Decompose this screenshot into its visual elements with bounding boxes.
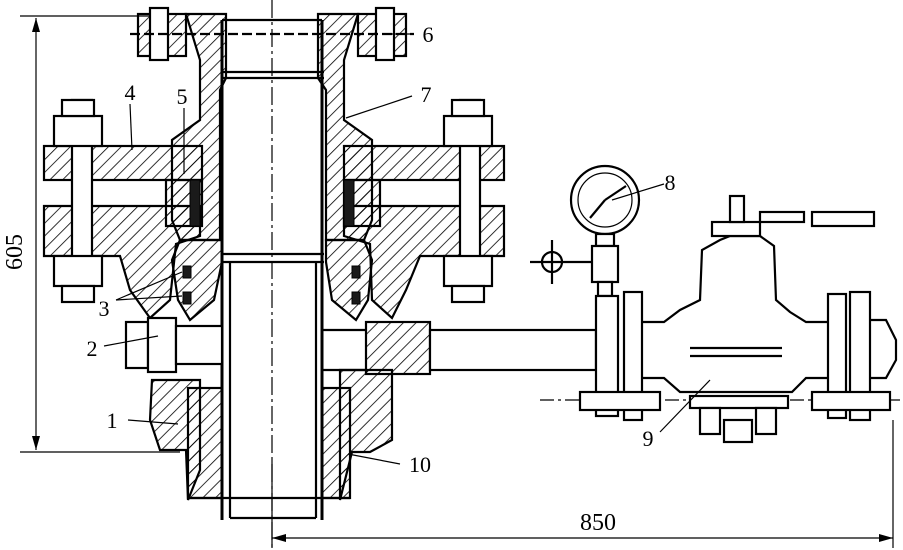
callout-4: 4 [125, 80, 136, 105]
callout-7: 7 [421, 82, 432, 107]
upper-flange-plate [42, 144, 506, 182]
callout-5: 5 [177, 84, 188, 109]
seal-rings [182, 265, 361, 305]
outlet-pipe [322, 320, 598, 376]
packing-seal [164, 178, 382, 228]
length-dimension: 850 [271, 420, 894, 548]
gate-valve [594, 194, 876, 444]
side-port-plug [124, 316, 224, 374]
height-dimension-label: 605 [2, 234, 28, 270]
callout-1: 1 [107, 408, 118, 433]
callout-10: 10 [409, 452, 431, 477]
callout-9: 9 [643, 426, 654, 451]
height-dimension: 605 [2, 15, 180, 453]
right-end-flange [578, 290, 898, 422]
top-flange [130, 6, 414, 62]
pressure-gauge [569, 164, 641, 298]
callout-8: 8 [665, 170, 676, 195]
callout-2: 2 [87, 336, 98, 361]
leader-lines [103, 33, 711, 465]
lower-casing-hanger [148, 368, 394, 501]
left-stud-bolt [52, 98, 104, 304]
length-dimension-label: 850 [580, 510, 616, 536]
needle-valve [530, 240, 592, 284]
right-stud-bolt [442, 98, 494, 304]
callout-3: 3 [99, 296, 110, 321]
callout-6: 6 [423, 22, 434, 47]
